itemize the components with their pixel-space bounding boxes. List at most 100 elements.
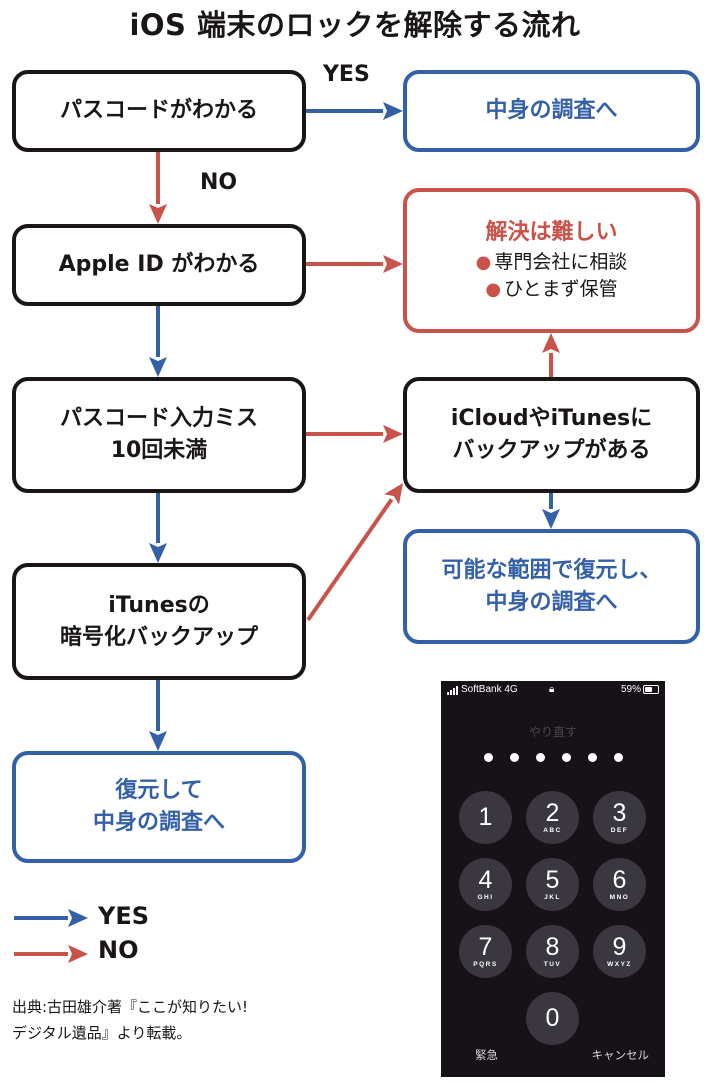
node-restore-partial: 可能な範囲で復元し、 中身の調査へ — [403, 529, 700, 644]
carrier: SoftBank 4G — [447, 684, 518, 695]
arrowhead-icon — [383, 425, 403, 443]
key-digit: 8 — [545, 933, 560, 961]
node-investigate: 中身の調査へ — [403, 70, 700, 152]
key-letters: DEF — [610, 827, 629, 834]
key-digit: 5 — [545, 866, 560, 894]
edge-label-no: NO — [200, 170, 238, 195]
arrowhead-icon — [383, 255, 403, 273]
bullet-text: 専門会社に相談 — [494, 250, 628, 273]
arrow-shaft — [306, 498, 394, 622]
arrowhead-icon — [149, 731, 167, 751]
node-passcode-known: パスコードがわかる — [12, 70, 306, 152]
passcode-dot — [561, 753, 571, 762]
edge-label-yes: YES — [323, 62, 370, 87]
arrowhead-icon — [149, 357, 167, 377]
bullet-dot-icon: ● — [485, 279, 502, 301]
battery-fill — [645, 687, 653, 692]
key-letters: MNO — [609, 894, 630, 901]
legend-no-label: NO — [98, 936, 139, 964]
key-digit: 3 — [612, 799, 627, 827]
diagram-title: iOS 端末のロックを解除する流れ — [129, 8, 581, 42]
key-digit: 1 — [478, 803, 493, 831]
battery-icon — [643, 685, 659, 694]
arrowhead-icon — [68, 909, 88, 927]
emergency-button[interactable]: 緊急 — [475, 1050, 498, 1062]
arrowhead-icon — [68, 945, 88, 963]
key-letters: WXYZ — [607, 961, 632, 968]
node-text-line: 中身の調査へ — [485, 589, 618, 615]
edge-yes-itunes-encrypted-to-restore-investigate — [149, 680, 167, 751]
key-letters: GHI — [477, 894, 494, 901]
node-input-miss: パスコード入力ミス 10回未満 — [12, 377, 306, 493]
passcode-dots — [441, 753, 665, 762]
node-text: パスコードがわかる — [59, 98, 258, 124]
legend-yes-label: YES — [98, 902, 150, 930]
source-credit: 出典:古田雄介著『ここが知りたい! デジタル遺品』より転載。 — [12, 995, 248, 1046]
node-restore-investigate: 復元して 中身の調査へ — [12, 751, 306, 863]
bullet-item: ●ひとまず保管 — [485, 276, 617, 304]
credit-line: 出典:古田雄介著『ここが知りたい! — [12, 998, 249, 1016]
node-text-line: 復元して — [115, 778, 203, 804]
node-text: Apple ID がわかる — [58, 252, 260, 278]
key-letters: JKL — [544, 894, 561, 901]
key-digit: 9 — [612, 933, 627, 961]
key-digit: 0 — [545, 1004, 560, 1032]
passcode-dot — [613, 753, 623, 762]
passcode-dot — [509, 753, 519, 762]
key-digit: 2 — [545, 799, 560, 827]
edge-no-input-miss-to-cloud-backup — [306, 425, 403, 443]
passcode-dot — [587, 753, 597, 762]
node-itunes-encrypted: iTunesの 暗号化バックアップ — [12, 563, 306, 680]
node-text-line: 可能な範囲で復元し、 — [441, 557, 662, 583]
key-0[interactable]: 0 — [526, 992, 579, 1045]
bullet-text: ひとまず保管 — [504, 278, 618, 301]
key-digit: 7 — [478, 933, 493, 961]
key-1[interactable]: 1 — [459, 791, 512, 844]
node-text-line: 暗号化バックアップ — [59, 624, 258, 650]
node-heading: 解決は難しい — [485, 220, 618, 245]
carrier-text: SoftBank 4G — [461, 684, 518, 695]
edge-no-cloud-backup-to-difficult — [542, 333, 560, 377]
arrowhead-icon — [149, 543, 167, 563]
node-text-line: バックアップがある — [452, 438, 651, 463]
edge-yes-input-miss-to-itunes-encrypted — [149, 493, 167, 563]
arrowhead-icon — [542, 509, 560, 529]
node-text: 中身の調査へ — [485, 98, 618, 124]
node-text-line: 中身の調査へ — [92, 810, 225, 835]
node-text-line: iCloudやiTunesに — [450, 406, 653, 432]
passcode-dot — [483, 753, 493, 762]
credit-line: デジタル遺品』より転載。 — [12, 1023, 192, 1042]
status-bar: SoftBank 4G 🔒︎ 59% — [441, 684, 665, 698]
node-apple-id-known: Apple ID がわかる — [12, 224, 306, 306]
edge-no-passcode-known-to-apple-id-known — [149, 152, 167, 224]
node-cloud-backup: iCloudやiTunesに バックアップがある — [403, 377, 700, 493]
node-difficult: 解決は難しい ●専門会社に相談 ●ひとまず保管 — [403, 188, 700, 333]
key-letters: PQRS — [473, 961, 498, 968]
legend-yes-arrow — [14, 909, 88, 927]
edge-no-itunes-encrypted-to-cloud-backup — [306, 483, 403, 622]
node-text-line: パスコード入力ミス — [59, 406, 258, 432]
arrowhead-icon — [149, 204, 167, 224]
edge-yes-passcode-known-to-investigate-1 — [306, 102, 403, 120]
arrowhead-icon — [384, 483, 403, 505]
cancel-button[interactable]: キャンセル — [591, 1050, 650, 1062]
node-text-line: iTunesの — [108, 592, 210, 618]
legend-no-arrow — [14, 945, 88, 963]
passcode-dot — [535, 753, 545, 762]
signal-icon — [447, 684, 459, 695]
arrowhead-icon — [383, 102, 403, 120]
key-letters: TUV — [543, 961, 562, 968]
battery: 59% — [621, 684, 659, 695]
bullet-item: ●専門会社に相談 — [476, 249, 628, 277]
bullet-dot-icon: ● — [475, 251, 492, 273]
